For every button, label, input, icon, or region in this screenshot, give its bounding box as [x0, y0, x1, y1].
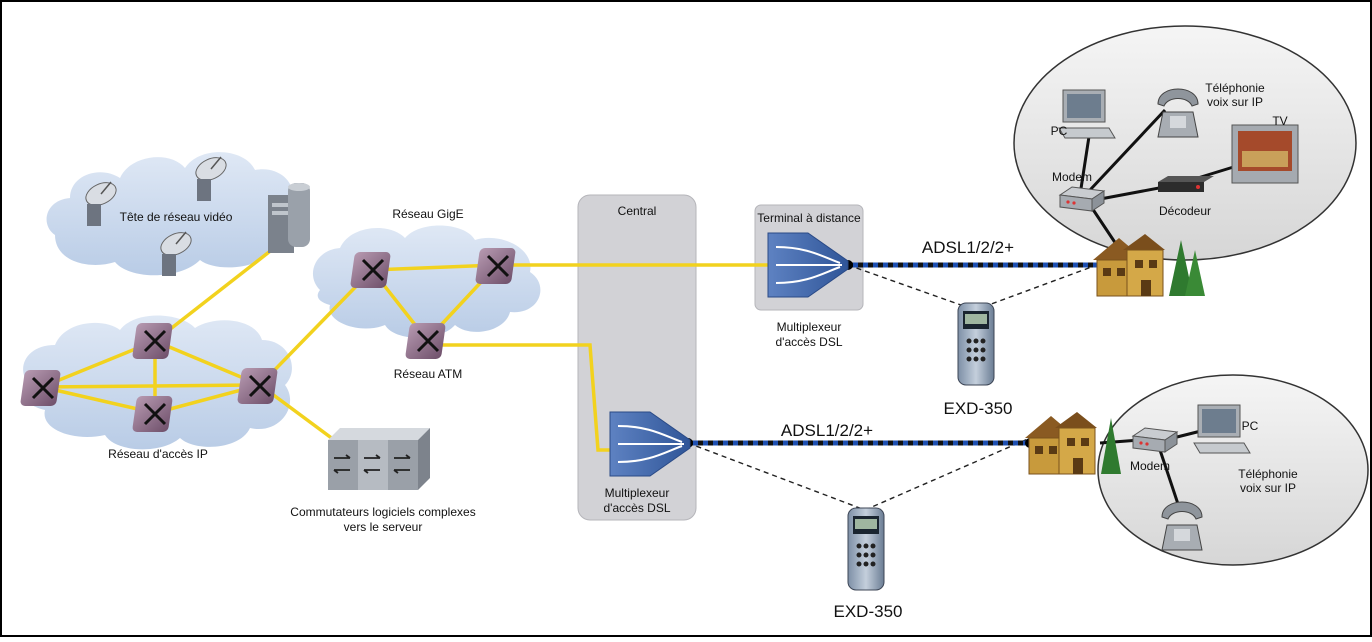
ip-access-cloud [23, 315, 292, 450]
decoder-icon [1158, 176, 1214, 192]
softswitch-label-line2: vers le serveur [344, 520, 423, 534]
adsl-top-label: ADSL1/2/2+ [922, 238, 1014, 257]
video-head-label: Tête de réseau vidéo [120, 210, 233, 224]
mux-bottom-label-line1: Multiplexeur [605, 486, 670, 500]
home-top-voip-label-line1: Téléphonie [1205, 81, 1265, 95]
tv-icon [1231, 124, 1299, 184]
phone-icon [1161, 501, 1203, 551]
adsl-bottom-label: ADSL1/2/2+ [781, 421, 873, 440]
mux-bottom-label-line2: d'accès DSL [604, 501, 671, 515]
exd-350-tester-icon [847, 507, 885, 591]
atm-label: Réseau ATM [394, 367, 462, 381]
satellite-dish-icon [85, 181, 117, 226]
router-icon [132, 396, 173, 432]
home-bottom-modem-label: Modem [1130, 459, 1170, 473]
ip-access-label: Réseau d'accès IP [108, 447, 208, 461]
house-icon-bottom [1025, 412, 1121, 475]
mux-top-label-line2: d'accès DSL [776, 335, 843, 349]
router-icon [350, 252, 391, 288]
router-icon [475, 248, 516, 284]
pc-icon [1193, 404, 1251, 454]
video-server-icon [268, 183, 310, 253]
softswitch-icon [328, 428, 430, 490]
home-top-decoder-label: Décodeur [1159, 204, 1211, 218]
gige-label: Réseau GigE [392, 207, 463, 221]
home-top-voip-label-line2: voix sur IP [1207, 95, 1263, 109]
pc-icon [1058, 89, 1116, 139]
satellite-dish-icon [160, 231, 192, 276]
home-bottom-pc-label: PC [1242, 419, 1259, 433]
home-top-tv-label: TV [1272, 114, 1287, 128]
home-bottom-voip-label-line2: voix sur IP [1240, 481, 1296, 495]
home-top-modem-label: Modem [1052, 170, 1092, 184]
home-bottom-voip-label-line1: Téléphonie [1238, 467, 1298, 481]
central-label: Central [618, 204, 657, 218]
exd-350-tester-icon [957, 302, 995, 386]
router-icon [405, 323, 446, 359]
satellite-dish-icon [195, 156, 227, 201]
test-lines [687, 261, 1106, 511]
home-bottom-oval [1097, 374, 1369, 566]
dslam-icon-top [767, 232, 849, 298]
softswitch-label-line1: Commutateurs logiciels complexes [290, 505, 475, 519]
exd-top-label: EXD-350 [944, 399, 1013, 418]
home-top-oval [1013, 25, 1357, 261]
phone-icon [1157, 88, 1199, 138]
remote-terminal-label: Terminal à distance [757, 211, 861, 225]
mux-top-label-line1: Multiplexeur [777, 320, 842, 334]
dslam-icon-bottom [609, 411, 691, 477]
home-top-pc-label: PC [1051, 124, 1068, 138]
router-icon [237, 368, 278, 404]
exd-bottom-label: EXD-350 [834, 602, 903, 621]
house-icon-top [1093, 234, 1205, 297]
modem-icon [1058, 186, 1106, 212]
modem-icon [1131, 427, 1179, 453]
router-icon [20, 370, 61, 406]
router-icon [132, 323, 173, 359]
